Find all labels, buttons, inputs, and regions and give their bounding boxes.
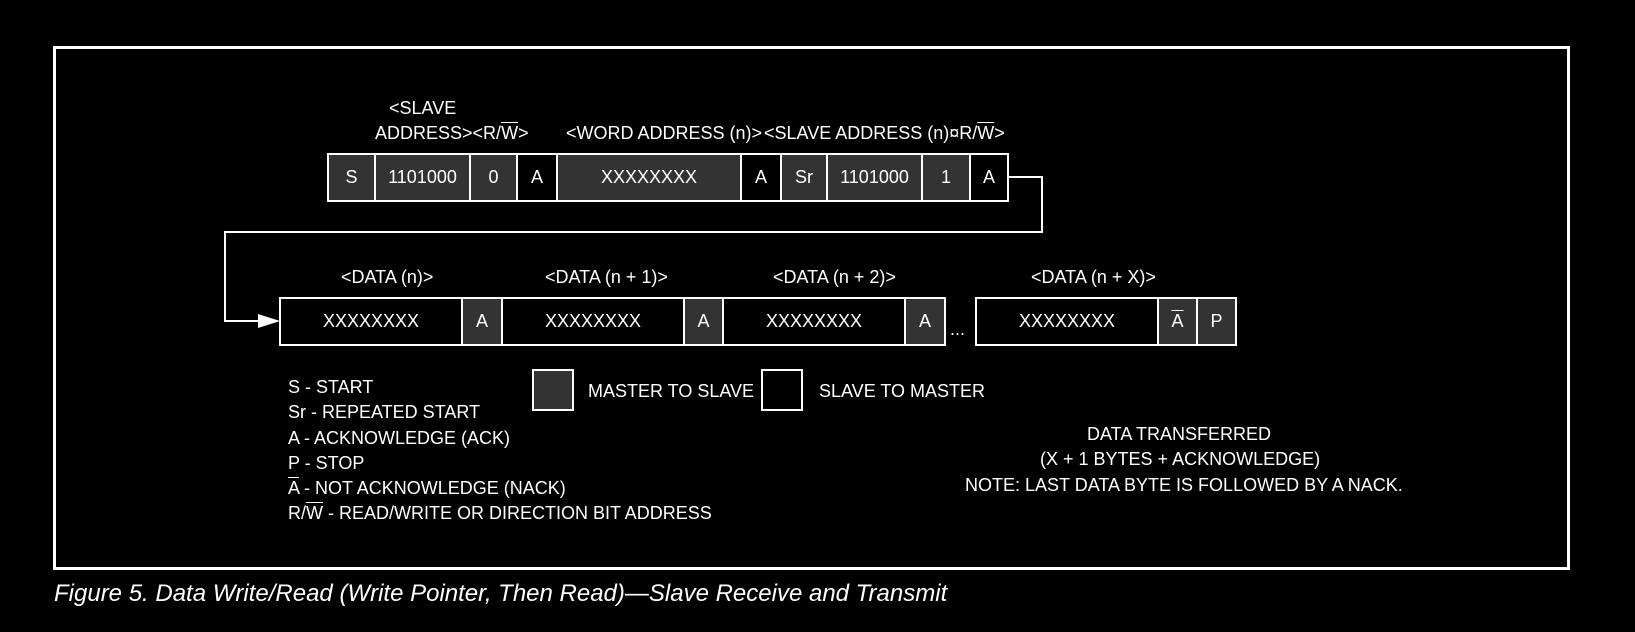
data-label: <DATA (n)> (341, 267, 434, 287)
slave-address-label-text: ADDRESS> (375, 123, 473, 143)
row1-cell: 1101000 (826, 153, 923, 202)
figure-caption: Figure 5. Data Write/Read (Write Pointer… (54, 580, 948, 607)
legend-rw: R/W - READ/WRITE OR DIRECTION BIT ADDRES… (288, 502, 712, 524)
ellipsis: ... (950, 319, 966, 339)
legend-start: S - START (288, 377, 374, 397)
legend-rw-r: R/ (288, 503, 306, 523)
note-line2: (X + 1 BYTES + ACKNOWLEDGE) (1040, 449, 1321, 469)
row2-cell: XXXXXXXX (722, 297, 906, 346)
slave-address-label-line1: <SLAVE (389, 98, 457, 118)
word-address-label: <WORD ADDRESS (n)> (566, 123, 763, 143)
slave-address-n-w: W (977, 123, 995, 143)
row2-cell-nack: A (1157, 297, 1198, 346)
slave-address-n-prefix: <SLAVE ADDRESS (n)¤R/ (764, 123, 978, 143)
row1-cell: XXXXXXXX (556, 153, 742, 202)
row1-cell: A (969, 153, 1009, 202)
slave-to-master-label: SLAVE TO MASTER (819, 381, 986, 401)
rw-label-suffix: > (518, 123, 529, 143)
legend-nack-symbol: A (288, 478, 300, 498)
legend-nack-text: - NOT ACKNOWLEDGE (NACK) (299, 478, 566, 498)
data-label: <DATA (n + X)> (1031, 267, 1156, 287)
row2-cell: XXXXXXXX (501, 297, 685, 346)
row2-cell: A (683, 297, 724, 346)
data-label: <DATA (n + 2)> (773, 267, 896, 287)
slave-to-master-swatch (761, 369, 803, 411)
rw-label-w: W (501, 123, 519, 143)
note-line1: DATA TRANSFERRED (1087, 424, 1272, 444)
legend-rw-text: - READ/WRITE OR DIRECTION BIT ADDRESS (323, 503, 712, 523)
legend-rw-w: W (306, 503, 323, 523)
data-label: <DATA (n + 1)> (545, 267, 668, 287)
row2-cell: A (904, 297, 946, 346)
master-to-slave-swatch (532, 369, 574, 411)
legend-stop: P - STOP (288, 453, 365, 473)
row1-cell: 0 (469, 153, 518, 202)
legend-ack: A - ACKNOWLEDGE (ACK) (288, 428, 511, 448)
row2-cell: P (1196, 297, 1237, 346)
legend-nack: A - NOT ACKNOWLEDGE (NACK) (288, 477, 566, 499)
row2-cell: XXXXXXXX (975, 297, 1159, 346)
row1-cell: 1101000 (374, 153, 471, 202)
slave-address-label-line2: ADDRESS><R/W> (375, 122, 529, 144)
row1-cell: S (327, 153, 376, 202)
slave-address-n-suffix: > (994, 123, 1005, 143)
row1-cell: A (516, 153, 558, 202)
diagram-frame (53, 46, 1570, 570)
master-to-slave-label: MASTER TO SLAVE (588, 381, 755, 401)
rw-label-prefix: <R/ (472, 123, 502, 143)
row1-cell: Sr (780, 153, 828, 202)
note-line3: NOTE: LAST DATA BYTE IS FOLLOWED BY A NA… (965, 475, 1403, 495)
slave-address-n-label: <SLAVE ADDRESS (n)¤R/W> (764, 122, 1005, 144)
row2-cell: A (461, 297, 503, 346)
legend-repeated-start: Sr - REPEATED START (288, 402, 481, 422)
row2-cell: XXXXXXXX (279, 297, 463, 346)
